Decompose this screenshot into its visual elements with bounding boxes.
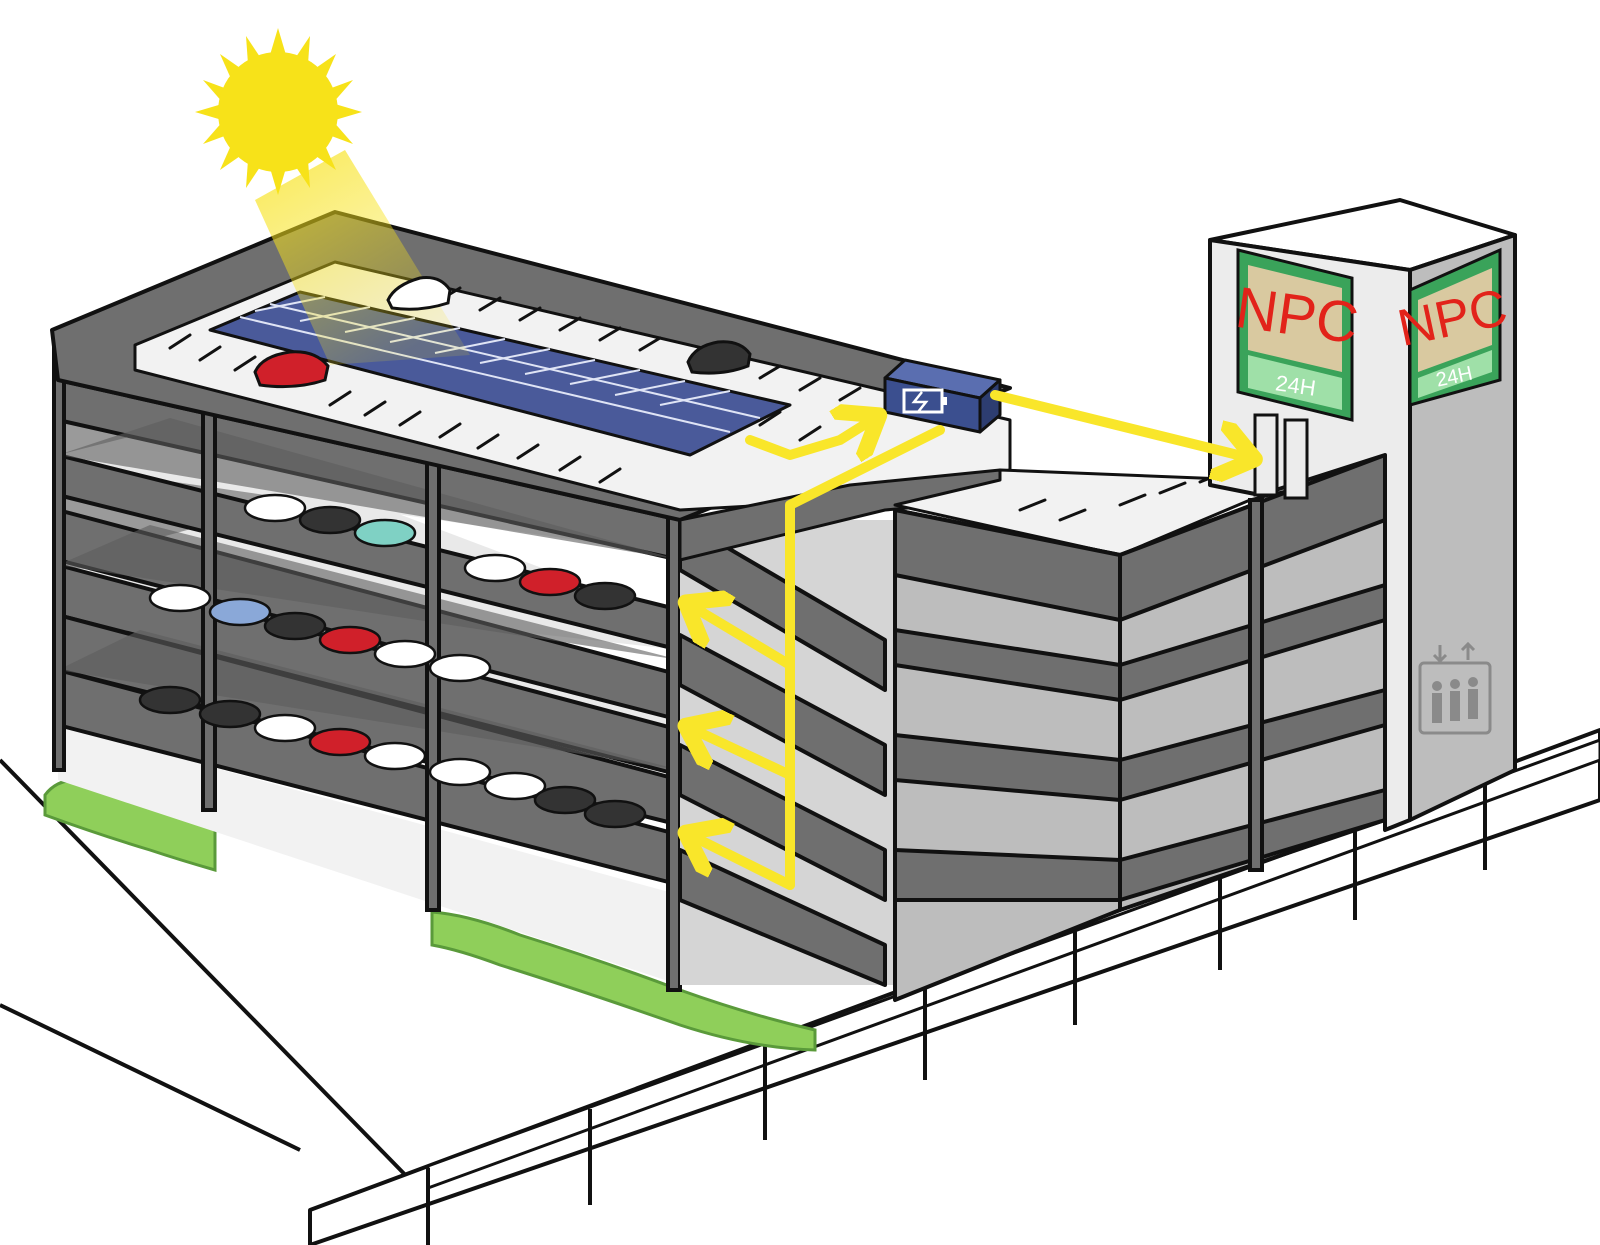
roof-cars <box>253 276 752 389</box>
parked-cars <box>138 493 647 829</box>
flow-battery-down <box>785 425 945 890</box>
flow-floor-2 <box>690 728 795 780</box>
car-dark-roof <box>686 340 752 375</box>
sign-side: NPC 24H <box>1393 247 1512 407</box>
ground <box>0 758 422 1192</box>
energy-flow <box>690 390 1250 890</box>
sun-icon <box>195 28 362 195</box>
sign-front: NPC 24H <box>1232 248 1362 422</box>
flow-floor-3 <box>690 835 795 890</box>
sign-front-hours: 24H <box>1274 370 1317 400</box>
garage-right-block <box>893 453 1387 1002</box>
car-white-roof <box>386 276 452 311</box>
sun-beam <box>255 150 470 365</box>
elevator-icon <box>1418 641 1492 735</box>
flow-battery-to-elevator <box>990 390 1250 458</box>
battery-icon <box>883 358 1002 434</box>
car-red-roof <box>253 350 330 389</box>
flow-floor-1 <box>690 605 795 670</box>
flow-solar-to-battery <box>745 418 875 455</box>
